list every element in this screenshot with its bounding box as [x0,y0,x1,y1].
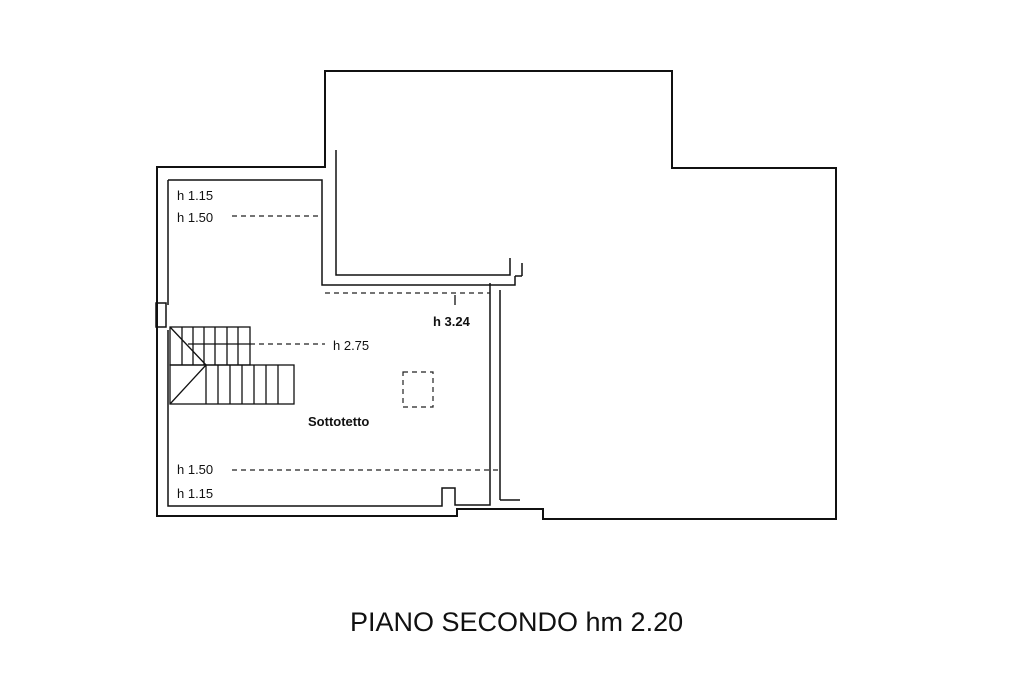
height-label-ridge: h 3.24 [433,314,471,329]
height-label-top-mid: h 1.50 [177,210,213,225]
attic-inner-wall-left [167,180,491,507]
height-label-bottom-mid: h 1.50 [177,462,213,477]
height-label-top-low: h 1.15 [177,188,213,203]
attic-inner-wall [168,179,523,286]
skylight [402,371,434,408]
height-label-bottom-low: h 1.15 [177,486,213,501]
room-name: Sottotetto [308,414,369,429]
building-outline [156,70,837,520]
floor-caption: PIANO SECONDO hm 2.20 [350,607,683,637]
inner-void-wall [335,150,511,276]
staircase [169,326,295,405]
height-label-stair: h 2.75 [333,338,369,353]
wall-opening-jamb [155,302,167,328]
partition-wall [499,290,520,501]
